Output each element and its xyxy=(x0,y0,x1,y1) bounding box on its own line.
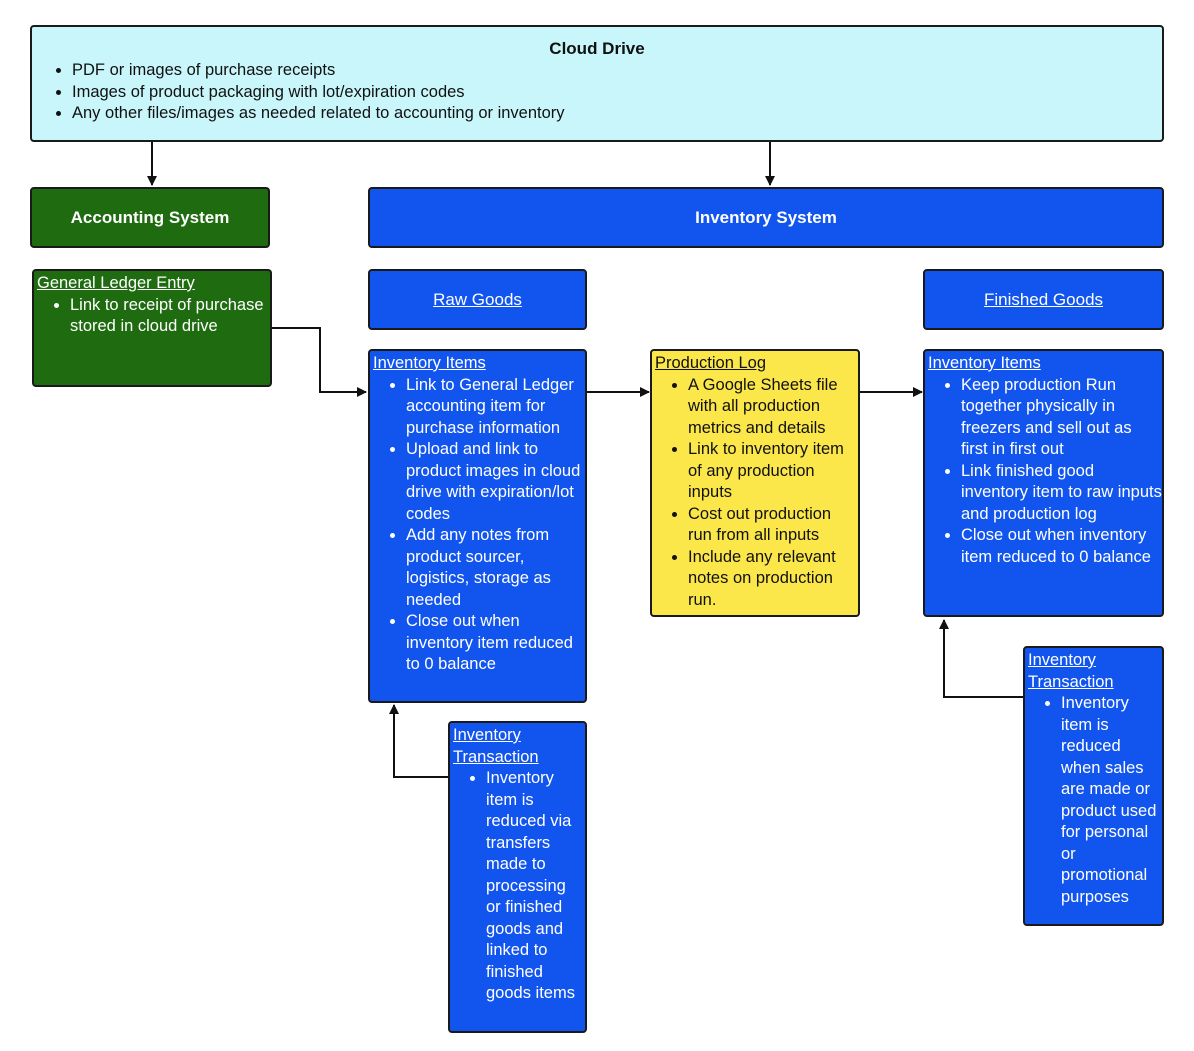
list-item: Link to receipt of purchase stored in cl… xyxy=(70,295,270,338)
title-line: Inventory xyxy=(453,726,521,744)
raw-inventory-items-box: Inventory Items Link to General Ledger a… xyxy=(368,349,587,703)
cloud-drive-title: Cloud Drive xyxy=(549,39,645,58)
finished-inventory-transaction-box: Inventory Transaction Inventory item is … xyxy=(1023,646,1164,926)
list-item: Inventory item is reduced via transfers … xyxy=(486,768,585,1005)
raw-goods-label[interactable]: Raw Goods xyxy=(433,289,522,309)
finished-inventory-items-box: Inventory Items Keep production Run toge… xyxy=(923,349,1164,617)
title-line: Inventory xyxy=(1028,651,1096,669)
arrow-raw-transaction-to-raw-items xyxy=(389,704,448,778)
list-item: Any other files/images as needed related… xyxy=(72,103,1162,125)
list-item: Close out when inventory item reduced to… xyxy=(961,525,1162,568)
raw-inventory-items-title[interactable]: Inventory Items xyxy=(373,354,486,372)
finished-inventory-transaction-title[interactable]: Inventory Transaction xyxy=(1025,650,1162,693)
raw-goods-box: Raw Goods xyxy=(368,269,587,330)
accounting-system-box: Accounting System xyxy=(30,187,270,248)
list-item: PDF or images of purchase receipts xyxy=(72,60,1162,82)
list-item: Cost out production run from all inputs xyxy=(688,504,858,547)
finished-inventory-transaction-list: Inventory item is reduced when sales are… xyxy=(1025,693,1162,908)
finished-goods-box: Finished Goods xyxy=(923,269,1164,330)
general-ledger-list: Link to receipt of purchase stored in cl… xyxy=(34,295,270,338)
cloud-drive-list: PDF or images of purchase receipts Image… xyxy=(32,60,1162,125)
finished-inventory-items-list: Keep production Run together physically … xyxy=(925,375,1162,569)
list-item: Add any notes from product sourcer, logi… xyxy=(406,525,585,611)
raw-inventory-transaction-box: Inventory Transaction Inventory item is … xyxy=(448,721,587,1033)
raw-inventory-transaction-list: Inventory item is reduced via transfers … xyxy=(450,768,585,1005)
raw-inventory-items-list: Link to General Ledger accounting item f… xyxy=(370,375,585,676)
finished-inventory-items-title[interactable]: Inventory Items xyxy=(928,354,1041,372)
finished-goods-label[interactable]: Finished Goods xyxy=(983,289,1104,309)
list-item: Inventory item is reduced when sales are… xyxy=(1061,693,1162,908)
production-log-list: A Google Sheets file with all production… xyxy=(652,375,858,612)
list-item: Link to inventory item of any production… xyxy=(688,439,858,504)
list-item: Close out when inventory item reduced to… xyxy=(406,611,585,676)
list-item: A Google Sheets file with all production… xyxy=(688,375,858,440)
accounting-system-label: Accounting System xyxy=(70,207,230,227)
list-item: Keep production Run together physically … xyxy=(961,375,1162,461)
title-line: Transaction xyxy=(453,747,539,766)
raw-inventory-transaction-title[interactable]: Inventory Transaction xyxy=(450,725,585,768)
arrow-ledger-to-raw-items xyxy=(271,327,367,397)
inventory-system-label: Inventory System xyxy=(695,207,837,227)
inventory-system-box: Inventory System xyxy=(368,187,1164,248)
list-item: Link to General Ledger accounting item f… xyxy=(406,375,585,440)
list-item: Images of product packaging with lot/exp… xyxy=(72,82,1162,104)
list-item: Include any relevant notes on production… xyxy=(688,547,858,612)
title-line: Transaction xyxy=(1028,672,1114,691)
list-item: Link finished good inventory item to raw… xyxy=(961,461,1162,526)
general-ledger-box: General Ledger Entry Link to receipt of … xyxy=(32,269,272,387)
list-item: Upload and link to product images in clo… xyxy=(406,439,585,525)
cloud-drive-box: Cloud Drive PDF or images of purchase re… xyxy=(30,25,1164,142)
production-log-box: Production Log A Google Sheets file with… xyxy=(650,349,860,617)
production-log-title[interactable]: Production Log xyxy=(655,354,766,372)
general-ledger-title: General Ledger Entry xyxy=(37,274,195,292)
arrow-finished-transaction-to-finished-items xyxy=(939,619,1023,698)
